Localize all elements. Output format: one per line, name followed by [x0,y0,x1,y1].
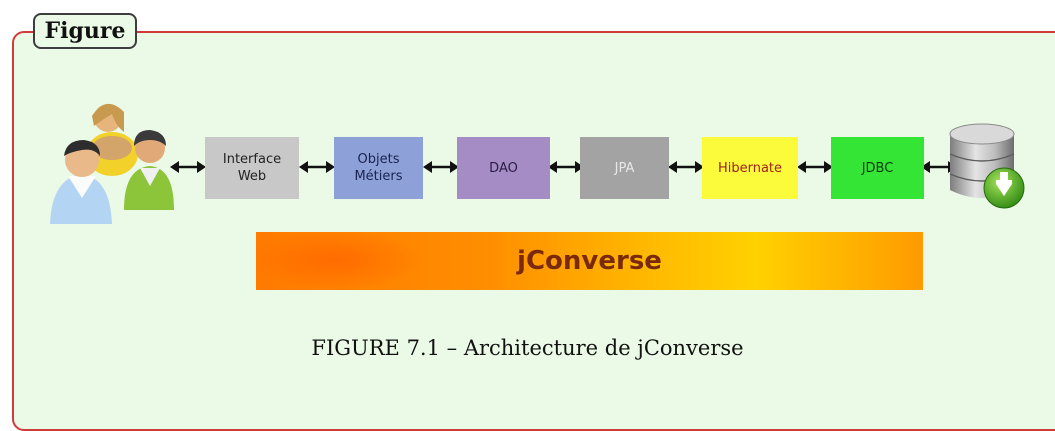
arrow-hibernate-jdbc [797,161,833,173]
box-jdbc: JDBC [831,137,924,199]
figure-tag: Figure [33,13,137,49]
box-jdbc-label: JDBC [861,160,894,176]
caption-text: – Architecture de jConverse [439,336,744,360]
jconverse-banner: jConverse [256,232,923,290]
box-objets-metiers: Objets Métiers [334,137,423,199]
arrow-users-web [170,161,206,173]
box-jpa-label: JPA [614,160,635,176]
box-interface-web-label: Interface Web [222,152,282,184]
box-jpa: JPA [580,137,669,199]
arrow-dao-jpa [548,161,584,173]
arrow-web-metiers [299,161,335,173]
box-hibernate-label: Hibernate [717,160,783,176]
arrow-metiers-dao [423,161,459,173]
box-objets-metiers-label: Objets Métiers [354,152,403,184]
box-interface-web: Interface Web [205,137,299,199]
box-hibernate: Hibernate [702,137,798,199]
database-download-icon [949,123,1025,209]
arrow-jpa-hibernate [668,161,704,173]
users-icon [50,103,174,224]
box-dao: DAO [457,137,550,199]
banner-label: jConverse [517,246,662,276]
figure-caption: FIGURE 7.1 – Architecture de jConverse [0,336,1055,360]
caption-prefix: FIGURE 7.1 [311,336,440,360]
box-dao-label: DAO [489,160,518,176]
figure-frame [12,31,1055,431]
